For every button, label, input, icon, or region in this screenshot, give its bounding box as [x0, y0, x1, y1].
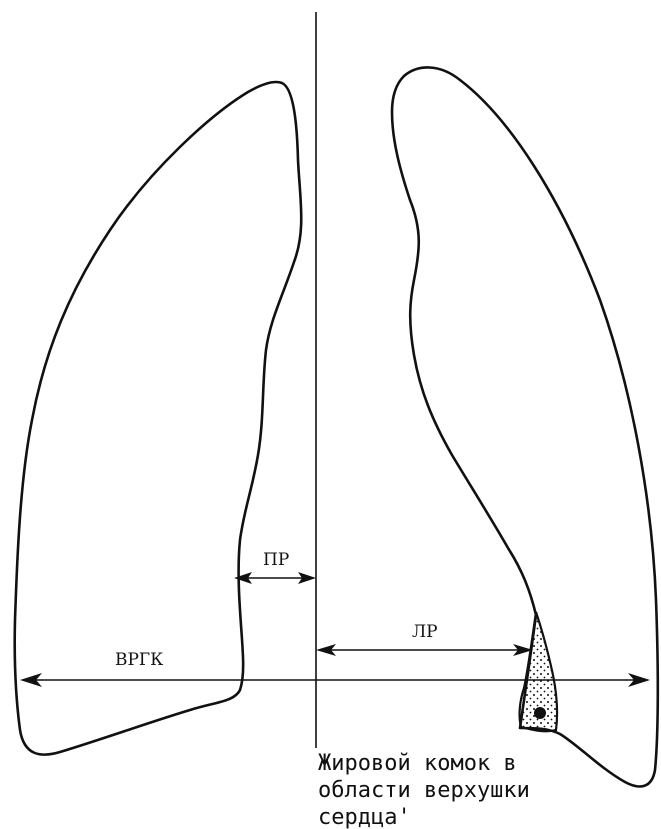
- caption-line-3: сердца': [318, 805, 411, 829]
- caption-line-1: Жировой комок в: [318, 751, 517, 776]
- lr-label: ЛР: [412, 622, 438, 642]
- caption-line-2: области верхушки: [318, 778, 530, 803]
- pr-label: ПР: [263, 550, 289, 570]
- fat-pad-dark-spot: [534, 707, 546, 719]
- vrgk-label: ВРГК: [115, 650, 163, 670]
